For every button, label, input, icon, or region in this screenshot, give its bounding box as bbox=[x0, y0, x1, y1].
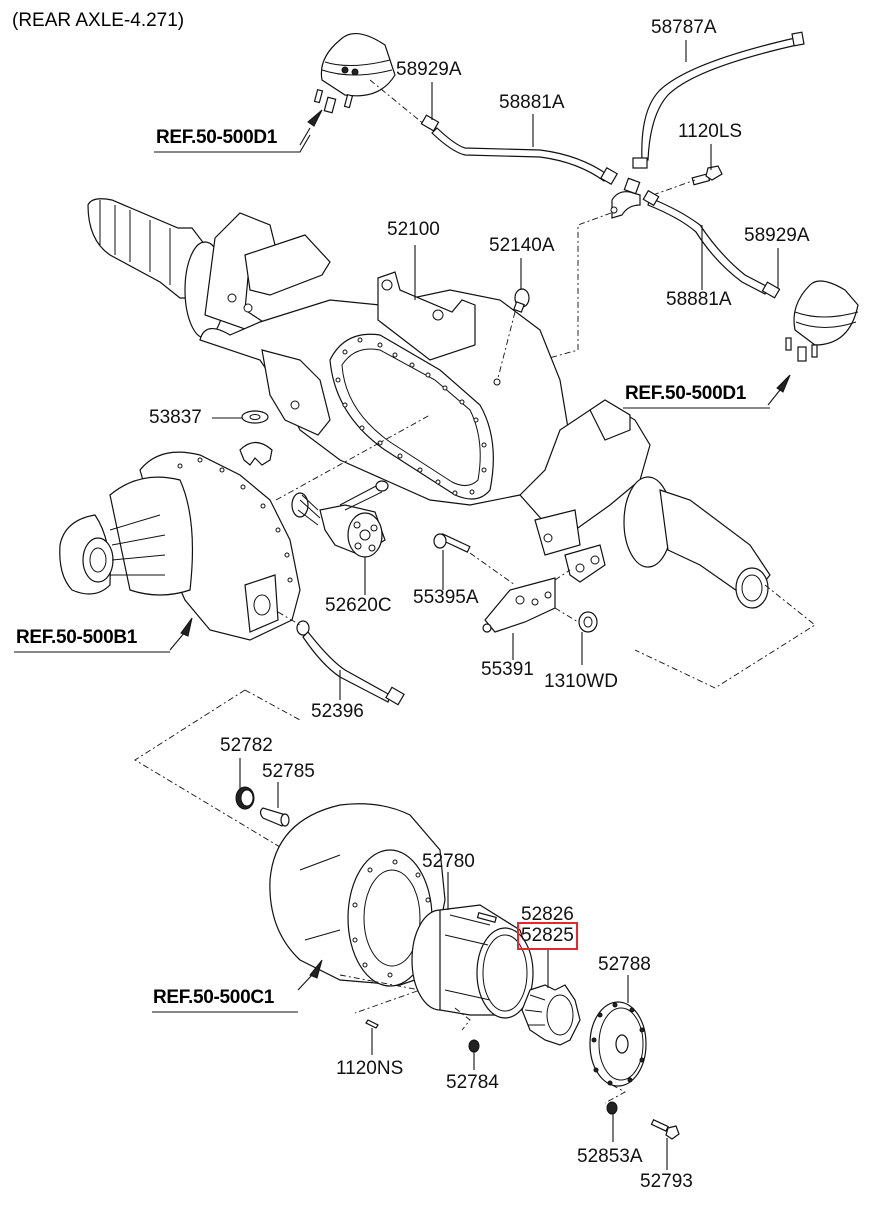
hose-58881A-left[interactable] bbox=[431, 127, 619, 186]
stud-52785[interactable] bbox=[259, 807, 290, 827]
brake-chamber-left[interactable] bbox=[313, 33, 396, 114]
part-label-52825-highlighted[interactable]: 52825 bbox=[517, 922, 578, 950]
diagram-title: (REAR AXLE-4.271) bbox=[12, 10, 185, 31]
diff-lock-actuator-52620C[interactable] bbox=[291, 480, 389, 558]
part-label-52620C[interactable]: 52620C bbox=[325, 595, 392, 616]
differential-carrier[interactable] bbox=[59, 451, 301, 641]
nut-52853A[interactable] bbox=[606, 1101, 618, 1115]
part-label-58881A-right[interactable]: 58881A bbox=[666, 289, 732, 310]
part-label-1120LS[interactable]: 1120LS bbox=[678, 121, 743, 142]
ref-link-50-500B1[interactable]: REF.50-500B1 bbox=[16, 627, 138, 648]
axle-housing-52100[interactable] bbox=[87, 198, 771, 609]
part-label-52396[interactable]: 52396 bbox=[311, 701, 364, 722]
nut-1310WD[interactable] bbox=[578, 611, 598, 633]
wheel-hub-52780[interactable] bbox=[411, 904, 534, 1019]
hub-cover-52788[interactable] bbox=[589, 1001, 647, 1087]
part-label-52788[interactable]: 52788 bbox=[598, 954, 651, 975]
part-label-52784[interactable]: 52784 bbox=[446, 1072, 499, 1093]
part-label-52780[interactable]: 52780 bbox=[422, 851, 475, 872]
part-label-58929A-right[interactable]: 58929A bbox=[744, 225, 810, 246]
breather-52140A[interactable] bbox=[513, 288, 530, 313]
bolt-55395A[interactable] bbox=[433, 533, 471, 553]
part-label-52785[interactable]: 52785 bbox=[262, 761, 315, 782]
ref-link-50-500D1-top[interactable]: REF.50-500D1 bbox=[156, 127, 278, 148]
brake-drum[interactable] bbox=[269, 803, 446, 987]
part-label-53837[interactable]: 53837 bbox=[149, 407, 202, 428]
brake-chamber-right[interactable] bbox=[785, 280, 859, 362]
bolt-52793[interactable] bbox=[650, 1119, 680, 1140]
pinion-gear[interactable] bbox=[239, 441, 273, 466]
leader-lines bbox=[212, 40, 779, 1170]
bolt-1120LS[interactable] bbox=[691, 165, 723, 186]
part-label-58929A-left[interactable]: 58929A bbox=[396, 59, 462, 80]
part-label-58787A[interactable]: 58787A bbox=[651, 17, 717, 38]
ref-link-50-500C1[interactable]: REF.50-500C1 bbox=[153, 987, 275, 1008]
gear-52825[interactable] bbox=[521, 984, 581, 1046]
ref-underlines bbox=[14, 134, 770, 1013]
part-label-55391[interactable]: 55391 bbox=[481, 659, 534, 680]
oil-seal-52782[interactable] bbox=[235, 786, 255, 810]
ref-link-50-500D1-right[interactable]: REF.50-500D1 bbox=[625, 383, 747, 404]
part-label-1120NS[interactable]: 1120NS bbox=[336, 1058, 404, 1079]
screw-1120NS[interactable] bbox=[365, 1019, 379, 1029]
part-label-52793[interactable]: 52793 bbox=[640, 1171, 693, 1192]
nut-52784[interactable] bbox=[468, 1039, 480, 1053]
part-label-55395A[interactable]: 55395A bbox=[413, 587, 479, 608]
hose-52396[interactable] bbox=[296, 620, 405, 706]
hose-58881A-right[interactable] bbox=[642, 189, 781, 299]
part-label-1310WD[interactable]: 1310WD bbox=[544, 671, 618, 692]
part-label-52100[interactable]: 52100 bbox=[387, 219, 440, 240]
hose-58787A[interactable] bbox=[632, 31, 805, 169]
part-label-52140A[interactable]: 52140A bbox=[489, 235, 555, 256]
part-label-52826[interactable]: 52826 bbox=[521, 904, 574, 925]
bracket-55391[interactable] bbox=[482, 577, 556, 633]
part-label-58881A-left[interactable]: 58881A bbox=[499, 92, 565, 113]
washer-53837[interactable] bbox=[241, 410, 269, 424]
part-label-52782[interactable]: 52782 bbox=[220, 735, 273, 756]
junction-bracket[interactable] bbox=[610, 177, 641, 219]
part-label-52853A[interactable]: 52853A bbox=[577, 1146, 643, 1167]
